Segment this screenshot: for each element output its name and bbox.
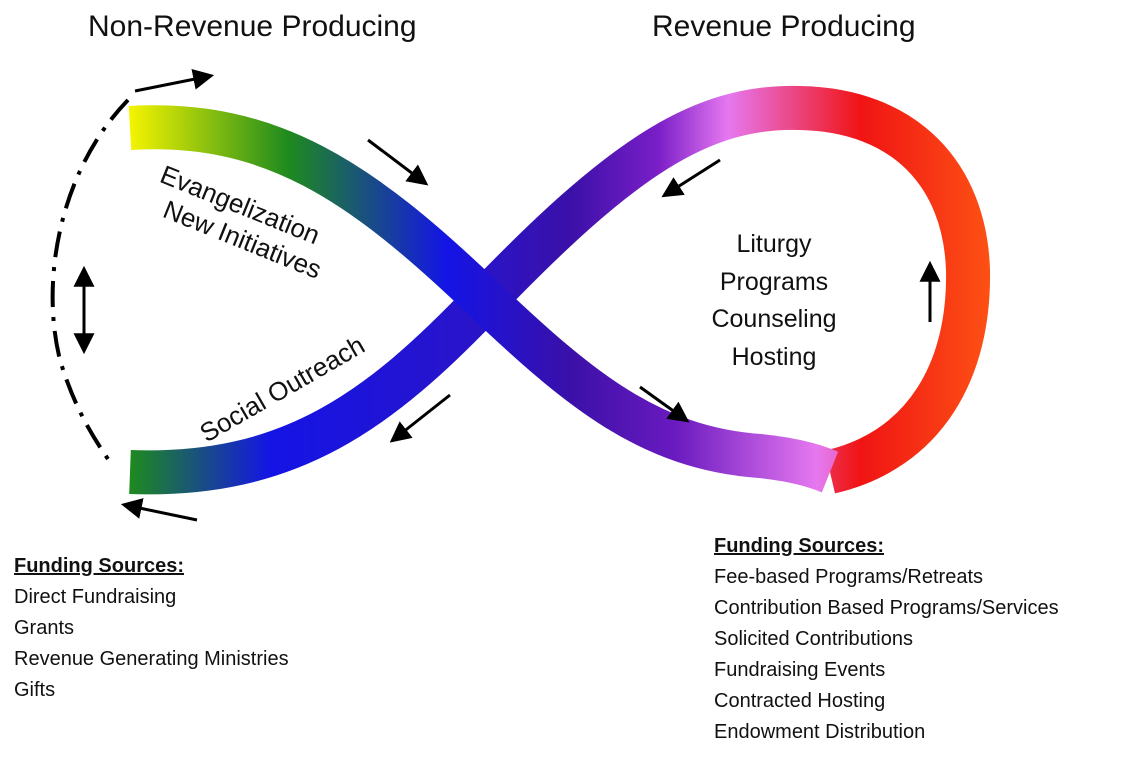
activity-item: Programs	[719, 267, 829, 296]
arrow-upper-right	[661, 158, 721, 198]
funding-item: Contracted Hosting	[714, 690, 886, 712]
arrow-lower-middle	[389, 393, 451, 443]
band-lower-left-to-upper-right	[129, 85, 991, 495]
funding-item: Endowment Distribution	[714, 721, 926, 743]
arrow-lower-right	[639, 385, 690, 423]
funding-sources-right: Funding Sources: Fee-based Programs/Retr…	[714, 531, 1059, 748]
funding-item: Solicited Contributions	[714, 628, 913, 650]
activity-item: Liturgy	[736, 230, 812, 258]
band-upper-left-to-lower-right	[128, 105, 839, 493]
heading-non-revenue: Non-Revenue Producing	[88, 10, 417, 43]
funding-item: Grants	[14, 617, 75, 639]
left-return-dashdot	[50, 98, 130, 464]
right-loop-activities: Liturgy Programs Counseling Hosting	[700, 226, 848, 376]
funding-item: Contribution Based Programs/Services	[714, 597, 1059, 619]
funding-item: Revenue Generating Ministries	[14, 648, 289, 670]
arrow-bottom-left	[120, 498, 198, 522]
activity-item: Hosting	[731, 342, 817, 371]
funding-sources-left: Funding Sources: Direct Fundraising Gran…	[14, 551, 289, 706]
funding-title: Funding Sources:	[14, 555, 184, 577]
funding-title: Funding Sources:	[714, 535, 884, 557]
activity-item: Counseling	[711, 305, 837, 333]
heading-revenue: Revenue Producing	[652, 10, 916, 43]
funding-item: Gifts	[14, 679, 56, 701]
funding-item: Direct Fundraising	[14, 586, 177, 608]
arrow-top-left	[134, 68, 215, 93]
arrow-upper-middle	[367, 138, 429, 186]
funding-item: Fee-based Programs/Retreats	[714, 566, 984, 588]
funding-item: Fundraising Events	[714, 659, 886, 681]
